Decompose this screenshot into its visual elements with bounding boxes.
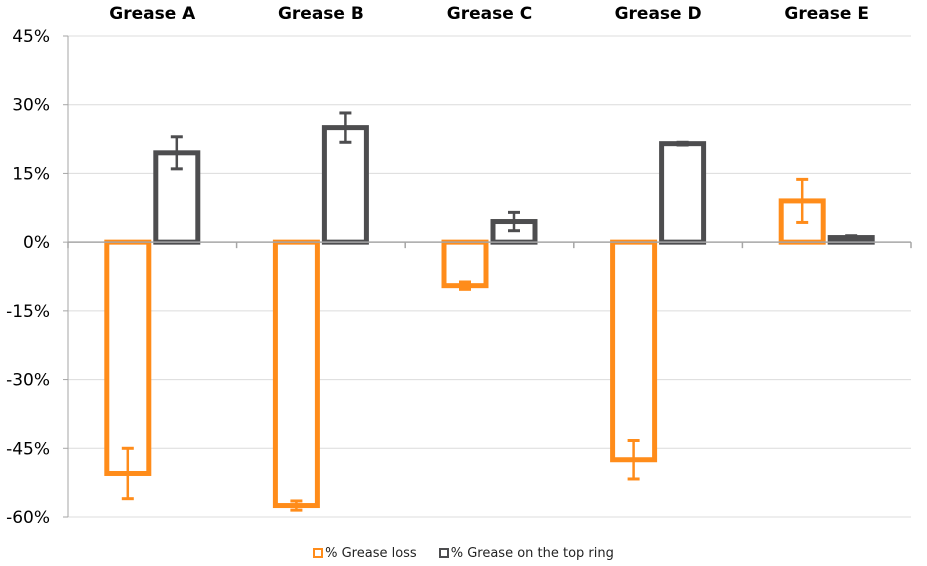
- bar: [610, 239, 658, 463]
- y-tick-label: -30%: [6, 371, 50, 391]
- y-tick-label: 15%: [12, 164, 50, 184]
- legend: % Grease loss % Grease on the top ring: [0, 543, 927, 563]
- y-axis-tick-labels: 45% 30% 15% 0% -15% -30% -45% -60%: [6, 27, 50, 528]
- category-label: Grease D: [615, 4, 702, 24]
- y-tick-label: 30%: [12, 96, 50, 116]
- bar: [272, 239, 320, 509]
- category-labels: Grease A Grease B Grease C Grease D Grease E: [109, 4, 869, 24]
- legend-swatch-grease-loss: [313, 548, 324, 558]
- legend-label-grease-loss: % Grease loss: [325, 545, 417, 561]
- axes: [63, 35, 912, 518]
- legend-label-grease-top-ring: % Grease on the top ring: [450, 545, 614, 561]
- y-tick-label: 45%: [12, 27, 50, 47]
- y-tick-label: -60%: [6, 508, 50, 528]
- category-label: Grease B: [278, 4, 364, 24]
- legend-item-grease-loss: % Grease loss: [313, 543, 417, 563]
- bar: [441, 239, 489, 289]
- legend-item-grease-top-ring: % Grease on the top ring: [438, 543, 614, 563]
- category-label: Grease E: [784, 4, 869, 24]
- category-label: Grease A: [109, 4, 196, 24]
- legend-swatch-grease-top-ring: [438, 548, 449, 558]
- bar: [104, 239, 152, 476]
- bar: [321, 125, 369, 245]
- bars: [104, 125, 875, 509]
- y-tick-label: -45%: [6, 439, 50, 459]
- category-label: Grease C: [447, 4, 532, 24]
- y-tick-label: -15%: [6, 302, 50, 322]
- error-bars: [121, 111, 858, 512]
- bar: [659, 141, 707, 245]
- y-tick-label: 0%: [23, 233, 50, 253]
- gridlines: [68, 35, 911, 518]
